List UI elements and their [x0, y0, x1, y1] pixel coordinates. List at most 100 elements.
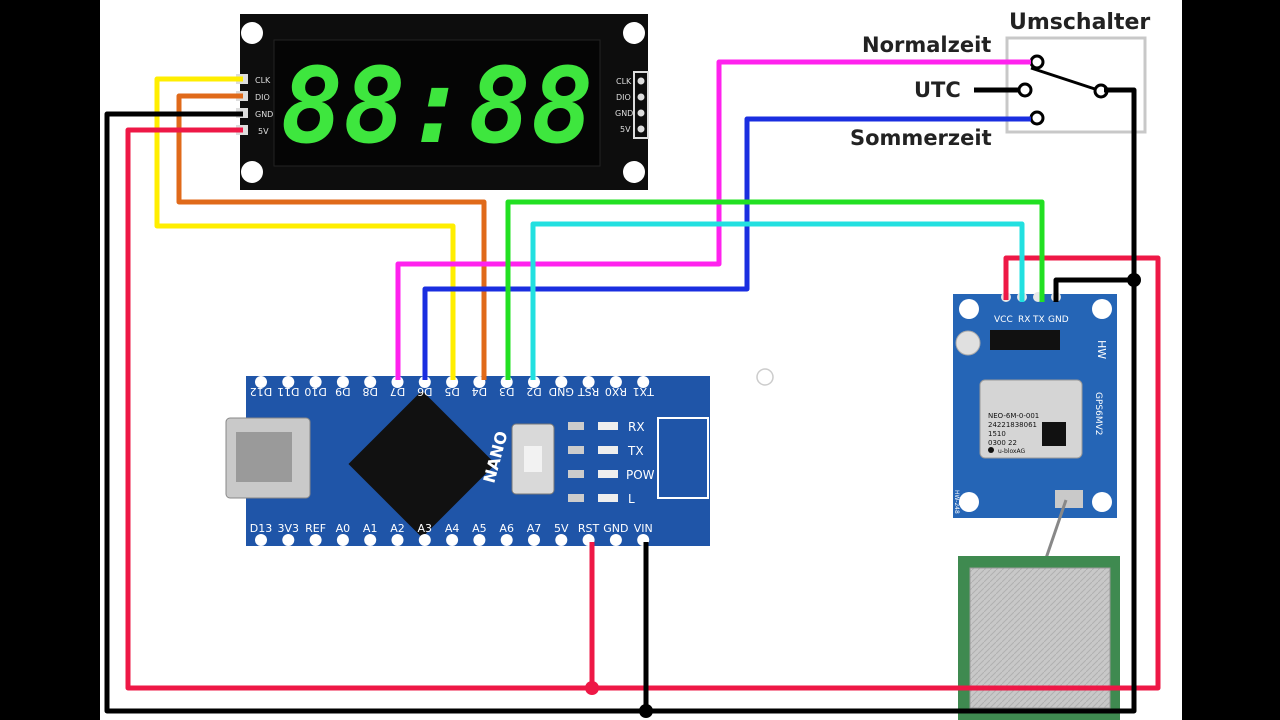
- pin-label-dio: DIO: [255, 93, 270, 102]
- nano-pin-pad: [336, 534, 349, 546]
- wires: [104, 59, 1161, 718]
- nano-pin-label-5v: 5V: [554, 522, 569, 535]
- nano-leds: RX TX POW L: [568, 420, 655, 506]
- pin-label-clk: CLK: [255, 76, 271, 85]
- icsp-header: [657, 417, 709, 499]
- gps-pin-label-vcc: VCC: [994, 315, 1013, 325]
- gps-battery-icon: [955, 330, 981, 356]
- nano-pin-label-tx1: TX1: [633, 385, 655, 398]
- reset-button-cap: [524, 446, 542, 472]
- nano-pin-pad: [555, 376, 568, 388]
- nano-pin-label-gnd: GND: [603, 522, 628, 535]
- gps-qr-code-icon: [1042, 422, 1066, 446]
- nano-pin-pad: [500, 534, 513, 546]
- nano-pin-pad: [255, 376, 267, 388]
- gps-chip-line-1: NEO-6M-0-001: [988, 412, 1039, 420]
- gps-model: GPS6MV2: [1093, 392, 1103, 436]
- nano-pin-pad: [282, 376, 295, 388]
- nano-pin-pad: [364, 534, 377, 546]
- nano-pin-label-a3: A3: [418, 522, 433, 535]
- nano-pin-label-d10: D10: [304, 385, 326, 398]
- nano-pin-label-d12: D12: [250, 385, 272, 398]
- wire-rx-cyan: [530, 221, 1025, 380]
- microcontroller-chip: [348, 390, 496, 538]
- display-digits: 88:88: [280, 45, 593, 167]
- nano-pin-pad: [473, 534, 486, 546]
- nano-pin-pad: [418, 376, 431, 388]
- mount-hole-icon: [623, 22, 645, 44]
- nano-pin-pad: [309, 534, 322, 546]
- wiring-diagram: 88:88 CLK DIO GND 5V CLK DIO GND 5V: [100, 0, 1182, 720]
- gps-eeprom-chip: [990, 330, 1060, 350]
- display-window: [273, 39, 601, 167]
- junction-vcc: [585, 681, 599, 695]
- wire-normalzeit-magenta: [395, 59, 1031, 380]
- led-label-rx: RX: [628, 420, 645, 434]
- antenna-patch: [969, 567, 1111, 709]
- nano-pin-label-d7: D7: [390, 385, 405, 398]
- nano-pin-label-vin: VIN: [634, 522, 653, 535]
- pin-label-gnd: GND: [255, 110, 273, 119]
- nano-pin-label-a2: A2: [390, 522, 405, 535]
- gps-chip-line-3: 1510: [988, 430, 1006, 438]
- gps-brand: HW: [1095, 340, 1108, 359]
- led-label-pow: POW: [626, 468, 655, 482]
- nano-pin-pad: [609, 376, 622, 388]
- nano-pin-label-a0: A0: [336, 522, 351, 535]
- usb-port-icon: [236, 432, 292, 482]
- nano-pin-label-d11: D11: [277, 385, 299, 398]
- wire-gnd-black: [104, 87, 1137, 714]
- label-sommerzeit: Sommerzeit: [850, 126, 992, 150]
- nano-pin-label-d6: D6: [417, 385, 432, 398]
- seven-segment-display-module: 88:88 CLK DIO GND 5V CLK DIO GND 5V: [236, 14, 649, 190]
- mount-hole-icon: [1092, 299, 1112, 319]
- nano-pin-label-d3: D3: [499, 385, 514, 398]
- mount-hole-icon: [959, 492, 979, 512]
- nano-pin-label-ref: REF: [305, 522, 326, 535]
- mount-hole-icon: [623, 161, 645, 183]
- nano-pin-label-a1: A1: [363, 522, 378, 535]
- switch-lever: [1030, 66, 1102, 93]
- gps-chip-dot-icon: [988, 447, 994, 453]
- led-label-tx: TX: [627, 444, 644, 458]
- pin-label-gnd-right: GND: [615, 109, 633, 118]
- display-pins-right: CLK DIO GND 5V: [615, 71, 649, 139]
- nano-pin-pad: [364, 376, 377, 388]
- led-label-l: L: [628, 492, 635, 506]
- gps-module: VCC RX TX GND HW GPS6MV2 HW-248 NEO-6M-0…: [953, 292, 1117, 571]
- gps-chip-line-2: 24221838061: [988, 421, 1037, 429]
- nano-pin-label-a7: A7: [527, 522, 542, 535]
- nano-pin-pad: [309, 376, 322, 388]
- nano-pin-pad: [255, 534, 267, 546]
- nano-pin-label-a6: A6: [499, 522, 514, 535]
- wire-dio-orange: [176, 93, 487, 380]
- mount-hole-icon: [241, 161, 263, 183]
- gps-maker: u-bloxAG: [998, 448, 1025, 455]
- gps-pin-label-gnd: GND: [1048, 315, 1069, 325]
- nano-pin-pad: [446, 534, 459, 546]
- switch-contact-normal: [1029, 54, 1045, 70]
- nano-pin-pad: [336, 376, 349, 388]
- junction-gnd: [639, 704, 653, 718]
- gps-pin-label-rx: RX: [1018, 315, 1030, 325]
- nano-pin-label-d2: D2: [526, 385, 541, 398]
- junction-gps-gnd: [1127, 273, 1141, 287]
- nano-pin-label-d13: D13: [250, 522, 272, 535]
- diagram-svg: 88:88 CLK DIO GND 5V CLK DIO GND 5V: [104, 14, 1161, 720]
- label-utc: UTC: [914, 78, 961, 102]
- mount-hole-icon: [1092, 492, 1112, 512]
- switch-title: Umschalter: [1009, 10, 1151, 35]
- pin-label-5v: 5V: [258, 127, 269, 136]
- gps-antenna: [958, 556, 1120, 720]
- stray-marker-icon: [756, 368, 774, 386]
- pin-label-dio-right: DIO: [616, 93, 631, 102]
- gps-pin-label-tx: TX: [1032, 315, 1045, 325]
- nano-pin-label-a4: A4: [445, 522, 460, 535]
- gps-board-id: HW-248: [953, 490, 960, 514]
- nano-pin-label-3v3: 3V3: [278, 522, 300, 535]
- nano-pin-label-d5: D5: [444, 385, 459, 398]
- pin-label-5v-right: 5V: [620, 125, 631, 134]
- wire-tx-green: [505, 199, 1045, 380]
